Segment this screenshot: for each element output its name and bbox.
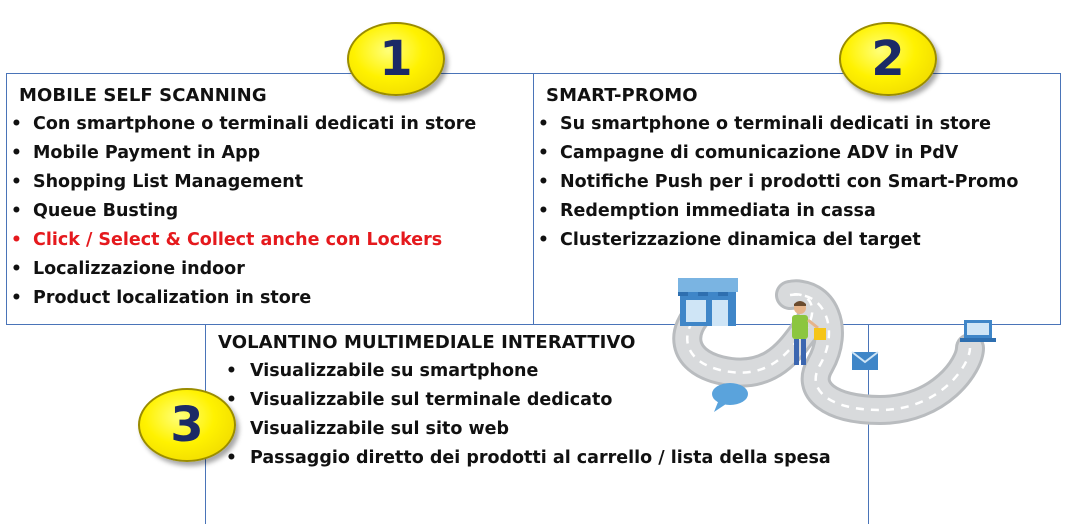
section-2-list: Su smartphone o terminali dedicati in st… (536, 110, 1018, 255)
envelope-icon (851, 351, 879, 370)
badge-1: 1 (347, 22, 445, 96)
list-item: Campagne di comunicazione ADV in PdV (536, 139, 1018, 168)
list-item-highlighted: Click / Select & Collect anche con Locke… (9, 226, 476, 255)
list-item: Localizzazione indoor (9, 255, 476, 284)
section-1-box: MOBILE SELF SCANNING Con smartphone o te… (6, 73, 534, 325)
section-1-heading: MOBILE SELF SCANNING (19, 85, 267, 106)
section-2-heading: SMART-PROMO (546, 85, 698, 106)
list-item: Shopping List Management (9, 168, 476, 197)
badge-3: 3 (138, 388, 236, 462)
section-1-list: Con smartphone o terminali dedicati in s… (9, 110, 476, 313)
shopping-journey-illustration (672, 278, 996, 426)
badge-2: 2 (839, 22, 937, 96)
list-item: Passaggio diretto dei prodotti al carrel… (220, 444, 831, 473)
store-icon (678, 278, 738, 326)
badge-3-number: 3 (170, 397, 204, 453)
laptop-icon (960, 320, 996, 342)
section-3-heading: VOLANTINO MULTIMEDIALE INTERATTIVO (218, 332, 636, 353)
badge-1-number: 1 (379, 31, 413, 87)
list-item: Mobile Payment in App (9, 139, 476, 168)
chat-bubble-icon (712, 383, 748, 412)
list-item: Su smartphone o terminali dedicati in st… (536, 110, 1018, 139)
section-2-box: SMART-PROMO Su smartphone o terminali de… (533, 73, 1061, 325)
list-item: Visualizzabile su smartphone (220, 357, 831, 386)
list-item: Clusterizzazione dinamica del target (536, 226, 1018, 255)
list-item: Visualizzabile sul terminale dedicato (220, 386, 831, 415)
section-3-list: Visualizzabile su smartphone Visualizzab… (220, 357, 831, 473)
list-item: Notifiche Push per i prodotti con Smart-… (536, 168, 1018, 197)
list-item: Con smartphone o terminali dedicati in s… (9, 110, 476, 139)
shopper-icon (792, 301, 826, 365)
list-item: Product localization in store (9, 284, 476, 313)
list-item: Redemption immediata in cassa (536, 197, 1018, 226)
badge-2-number: 2 (871, 31, 905, 87)
road-path (672, 279, 985, 426)
list-item: Queue Busting (9, 197, 476, 226)
